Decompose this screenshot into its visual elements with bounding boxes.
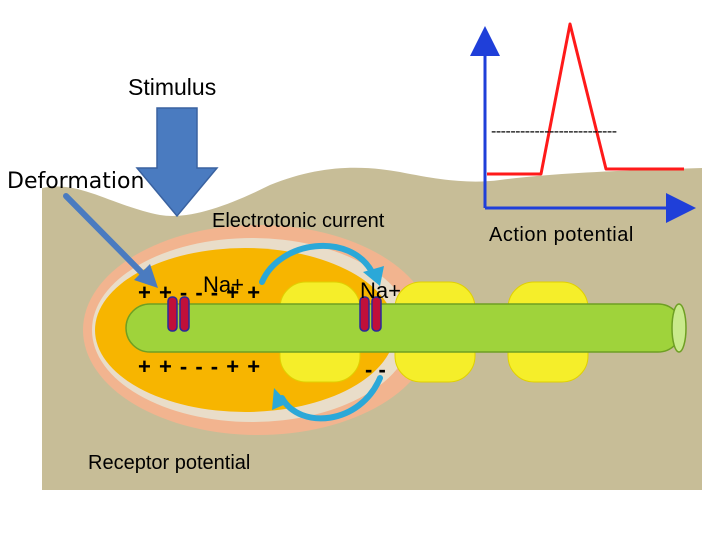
threshold-line: -------------------------- bbox=[491, 123, 617, 140]
spike-trace bbox=[487, 22, 684, 176]
axon bbox=[125, 303, 687, 353]
na-label-right: Na+ bbox=[360, 278, 401, 303]
charges-bottom-left: + + - - - + + bbox=[138, 354, 262, 379]
na-channel-right bbox=[359, 296, 382, 332]
current-arrow-top bbox=[259, 242, 384, 286]
deformation-label: Deformation bbox=[7, 169, 145, 194]
current-arrow-bottom bbox=[272, 375, 383, 422]
na-label-left: Na+ bbox=[203, 272, 244, 297]
stimulus-arrow bbox=[135, 107, 219, 218]
na-channel-left bbox=[167, 296, 190, 332]
electrotonic-current-label: Electrotonic current bbox=[212, 210, 385, 232]
charges-top-left: + + - - - + + bbox=[138, 280, 262, 305]
stimulus-label: Stimulus bbox=[128, 74, 217, 100]
deformation-arrow bbox=[63, 193, 158, 288]
action-potential-graph bbox=[470, 22, 696, 223]
action-potential-label: Action potential bbox=[489, 224, 634, 246]
charges-bottom-right: - - bbox=[365, 357, 386, 382]
receptor-potential-label: Receptor potential bbox=[88, 452, 251, 474]
